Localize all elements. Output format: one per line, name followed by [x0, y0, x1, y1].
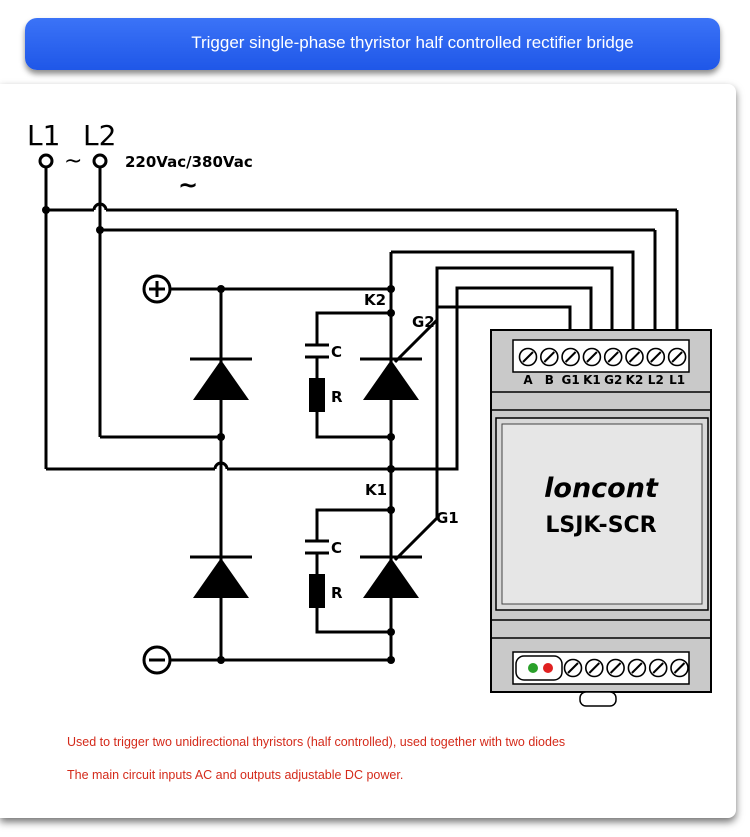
r-lower-label: R	[331, 584, 343, 602]
r-upper-label: R	[331, 388, 343, 406]
l1-label: L1	[27, 119, 60, 152]
terminal-label: K2	[626, 373, 644, 387]
capacitor-lower-icon	[305, 539, 329, 555]
wires	[44, 167, 679, 662]
power-led-icon	[528, 663, 538, 673]
status-led-icon	[543, 663, 553, 673]
thyristor-lower-icon	[360, 555, 422, 598]
l2-label: L2	[83, 119, 116, 152]
terminal-label: L1	[669, 373, 685, 387]
terminal-label: A	[523, 373, 533, 387]
voltage-label: 220Vac/380Vac	[125, 153, 253, 171]
note-line-2: The main circuit inputs AC and outputs a…	[67, 768, 404, 782]
k2-label: K2	[364, 291, 386, 309]
c-lower-label: C	[331, 539, 342, 557]
page-title: Trigger single-phase thyristor half cont…	[191, 33, 634, 52]
c-upper-label: C	[331, 343, 342, 361]
terminal-label: L2	[648, 373, 664, 387]
diode-lower-icon	[190, 555, 252, 598]
g2-label: G2	[412, 313, 435, 331]
resistor-lower-icon	[309, 574, 325, 608]
l1-terminal	[38, 153, 54, 169]
terminal-label: B	[545, 373, 554, 387]
ac-tilde: ~	[64, 149, 82, 174]
note-line-1: Used to trigger two unidirectional thyri…	[67, 735, 566, 749]
g1-label: G1	[436, 509, 459, 527]
terminal-label: K1	[583, 373, 601, 387]
k1-label: K1	[365, 481, 387, 499]
resistor-upper-icon	[309, 378, 325, 412]
module-brand: loncont	[544, 473, 659, 504]
positive-terminal-icon	[142, 274, 172, 304]
module-model: LSJK-SCR	[545, 513, 656, 538]
module-lower-screws	[563, 658, 689, 678]
terminal-label: G2	[604, 373, 622, 387]
title-banner: Trigger single-phase thyristor half cont…	[25, 18, 720, 70]
thyristor-upper-icon	[360, 357, 422, 400]
l2-terminal	[92, 153, 108, 169]
terminal-label: G1	[561, 373, 579, 387]
junctions	[42, 206, 395, 664]
ac-symbol: ~	[178, 171, 198, 199]
module-terminal-screws	[518, 347, 687, 367]
scr-module: loncont LSJK-SCR	[490, 329, 712, 707]
diode-upper-icon	[190, 357, 252, 400]
negative-terminal-icon	[142, 645, 172, 675]
capacitor-upper-icon	[305, 343, 329, 359]
